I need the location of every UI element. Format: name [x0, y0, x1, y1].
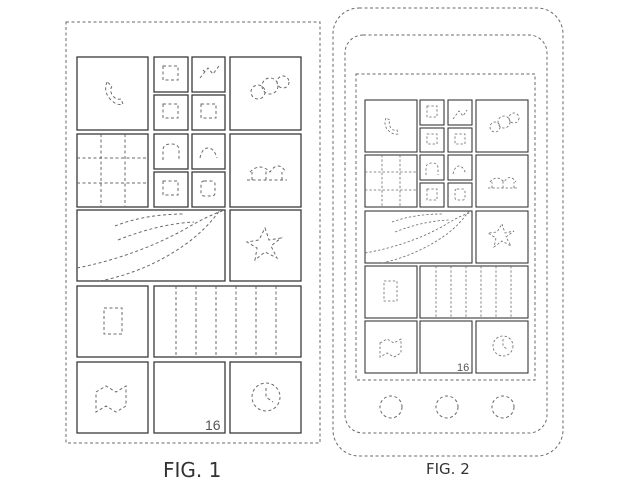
fig1-tile-small-2[interactable]: [191, 56, 226, 93]
lollipop-map-icon: [488, 177, 518, 189]
fig1-tile-small-6[interactable]: [191, 133, 226, 170]
map-icon: [95, 385, 127, 413]
controller-icon: [452, 165, 467, 175]
fig2-tile-columns[interactable]: [419, 265, 529, 319]
fig2-tile-small-8[interactable]: [447, 182, 473, 208]
fig1-tile-map2[interactable]: [76, 361, 149, 434]
book-icon: [162, 180, 179, 196]
fig2-tile-number[interactable]: [419, 320, 473, 374]
fig1-tile-number[interactable]: [153, 361, 226, 434]
fig2-tile-small-2[interactable]: [447, 99, 473, 126]
lollipop-map-icon: [247, 165, 287, 181]
fig2-tile-small-3[interactable]: [419, 127, 445, 153]
column-lines: [435, 266, 512, 318]
book-icon: [426, 188, 438, 201]
people-group-icon: [489, 112, 520, 133]
pinwheel-icon: [245, 226, 283, 262]
square-icon: [454, 188, 466, 201]
fig1-tile-map[interactable]: [229, 133, 302, 208]
fig1-tile-small-8[interactable]: [191, 171, 226, 208]
fig1-tile-small-3[interactable]: [153, 94, 189, 131]
fig2-tile-small-5[interactable]: [419, 154, 445, 181]
home-button-icon[interactable]: [379, 395, 403, 419]
fig2-tile-number-text: 16: [457, 362, 469, 374]
fig1-tile-small-1[interactable]: [153, 56, 189, 93]
fig1-tile-small-7[interactable]: [153, 171, 189, 208]
fig2-screen: [355, 73, 536, 381]
fig1-tile-clock[interactable]: [229, 361, 302, 434]
game-controller-icon: [426, 105, 438, 118]
music-grid-icon: [103, 307, 123, 335]
controller-icon: [199, 147, 218, 159]
photo-icon: [199, 65, 220, 79]
fig2-device: 16: [332, 7, 564, 457]
square-icon: [162, 103, 179, 119]
fig2-tile-pinwheel[interactable]: [475, 210, 529, 264]
fig2-tile-small-4[interactable]: [447, 127, 473, 153]
fig2-tile-map[interactable]: [475, 154, 529, 208]
map-icon: [379, 338, 402, 358]
column-lines: [175, 286, 277, 357]
square-icon: [426, 133, 438, 145]
phone-icon: [384, 117, 399, 135]
game-controller-icon: [162, 65, 179, 81]
clock-icon: [251, 382, 281, 412]
music-grid-icon: [383, 280, 398, 302]
fig2-tile-small-7[interactable]: [419, 182, 445, 208]
fig1-tile-columns[interactable]: [153, 285, 302, 358]
square-icon: [200, 180, 216, 197]
fig1-tile-music[interactable]: [76, 285, 149, 358]
grid-icon: [77, 134, 148, 207]
fig1-caption: FIG. 1: [163, 458, 222, 482]
square-icon: [200, 103, 217, 119]
clock-icon: [492, 335, 514, 357]
fig2-tile-map2[interactable]: [364, 320, 418, 374]
people-group-icon: [250, 75, 290, 100]
fig2-tile-music[interactable]: [364, 265, 418, 319]
wave-pattern: [76, 209, 226, 282]
fig2-outer-body: [332, 7, 564, 457]
fig2-tile-small-6[interactable]: [447, 154, 473, 181]
fig2-tile-grid[interactable]: [364, 154, 418, 208]
fig1-tile-small-5[interactable]: [153, 133, 189, 170]
fig2-tile-social[interactable]: [475, 99, 529, 153]
fig2-inner-body: [344, 34, 548, 434]
photo-icon: [452, 109, 468, 120]
pinwheel-icon: [486, 223, 515, 248]
fig2-tile-wide-wave[interactable]: [364, 210, 473, 264]
square-icon: [454, 133, 466, 145]
grid-icon: [365, 155, 417, 207]
fig1-tile-phone[interactable]: [76, 56, 149, 131]
fig2-tile-phone[interactable]: [364, 99, 418, 153]
fig1-outline: [65, 21, 321, 444]
headphones-icon: [425, 162, 439, 175]
fig1-tile-social[interactable]: [229, 56, 302, 131]
wave-pattern: [364, 210, 473, 264]
fig1-device: 16: [65, 21, 321, 444]
fig2-tile-small-1[interactable]: [419, 99, 445, 126]
home-button-icon[interactable]: [491, 395, 515, 419]
fig1-tile-grid[interactable]: [76, 133, 149, 208]
fig2-caption: FIG. 2: [426, 460, 470, 478]
home-button-icon[interactable]: [435, 395, 459, 419]
fig2-tile-clock[interactable]: [475, 320, 529, 374]
fig1-tile-number-text: 16: [205, 417, 221, 433]
headphones-icon: [162, 143, 180, 160]
fig1-tile-small-4[interactable]: [191, 94, 226, 131]
fig1-tile-wide-wave[interactable]: [76, 209, 226, 282]
fig1-tile-pinwheel[interactable]: [229, 209, 302, 282]
phone-icon: [105, 81, 124, 105]
